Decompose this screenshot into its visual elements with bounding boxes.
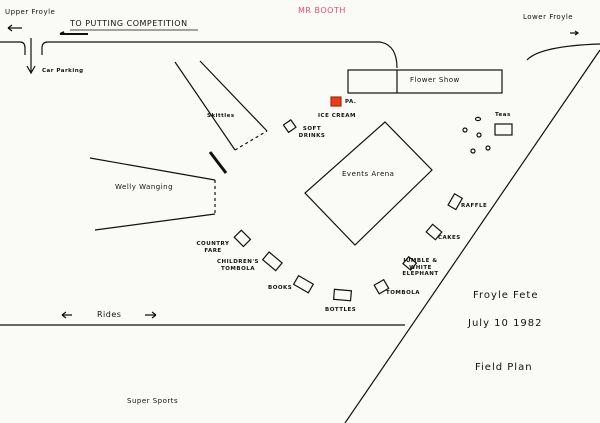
rides-label: Rides [97, 310, 122, 319]
lower-froyle-label[interactable]: Lower Froyle [523, 13, 574, 21]
car-parking-arrow [26, 38, 36, 75]
teas-label: Teas [495, 112, 511, 118]
fete-title: Froyle Fete [473, 290, 539, 301]
tombola-label: TOMBOLA [386, 290, 421, 296]
top-road-left [0, 41, 26, 55]
field-plan-subtitle: Field Plan [475, 362, 533, 373]
lower-road-curve [526, 43, 600, 61]
country-fare-label: COUNTRY FARE [196, 241, 230, 254]
lower-arrow [570, 30, 580, 36]
events-arena [304, 121, 433, 246]
cakes-label: CAKES [438, 235, 461, 241]
ice-cream-label: ICE CREAM [318, 113, 357, 119]
upper-froyle-label[interactable]: Upper Froyle [5, 8, 56, 16]
stalls [233, 119, 513, 302]
fete-date: July 10 1982 [468, 318, 543, 329]
putting-arrow [59, 31, 88, 35]
pa-label: PA. [345, 99, 357, 105]
flower-show-tent [347, 69, 503, 94]
bottles-label: BOTTLES [325, 307, 357, 313]
field-boundary-diagonal [344, 49, 600, 423]
top-road [41, 41, 398, 69]
welly-wanging-label: Welly Wanging [115, 183, 174, 191]
putting-label[interactable]: TO PUTTING COMPETITION [70, 19, 188, 28]
jumble-label: JUMBLE & WHITE ELEPHANT [402, 258, 439, 277]
barrier [208, 151, 228, 174]
raffle-label: RAFFLE [461, 203, 488, 209]
pa-box [330, 96, 342, 107]
soft-drinks-label: SOFT DRINKS [298, 126, 326, 139]
childrens-tombola-label: CHILDREN'S TOMBOLA [217, 259, 259, 272]
books-label: BOOKS [268, 285, 293, 291]
welly-line [89, 157, 216, 181]
skittles-label: Skittles [207, 113, 235, 119]
events-arena-label: Events Arena [342, 170, 395, 178]
car-parking-label[interactable]: Car Parking [42, 68, 84, 74]
author-label: MR BOOTH [298, 6, 346, 15]
skittles-line [174, 61, 236, 151]
tea-tables [462, 116, 491, 154]
rides-arrows [61, 311, 157, 319]
flower-show-label: Flower Show [410, 76, 460, 84]
upper-arrow [7, 24, 22, 32]
super-sports-label: Super Sports [127, 397, 179, 405]
